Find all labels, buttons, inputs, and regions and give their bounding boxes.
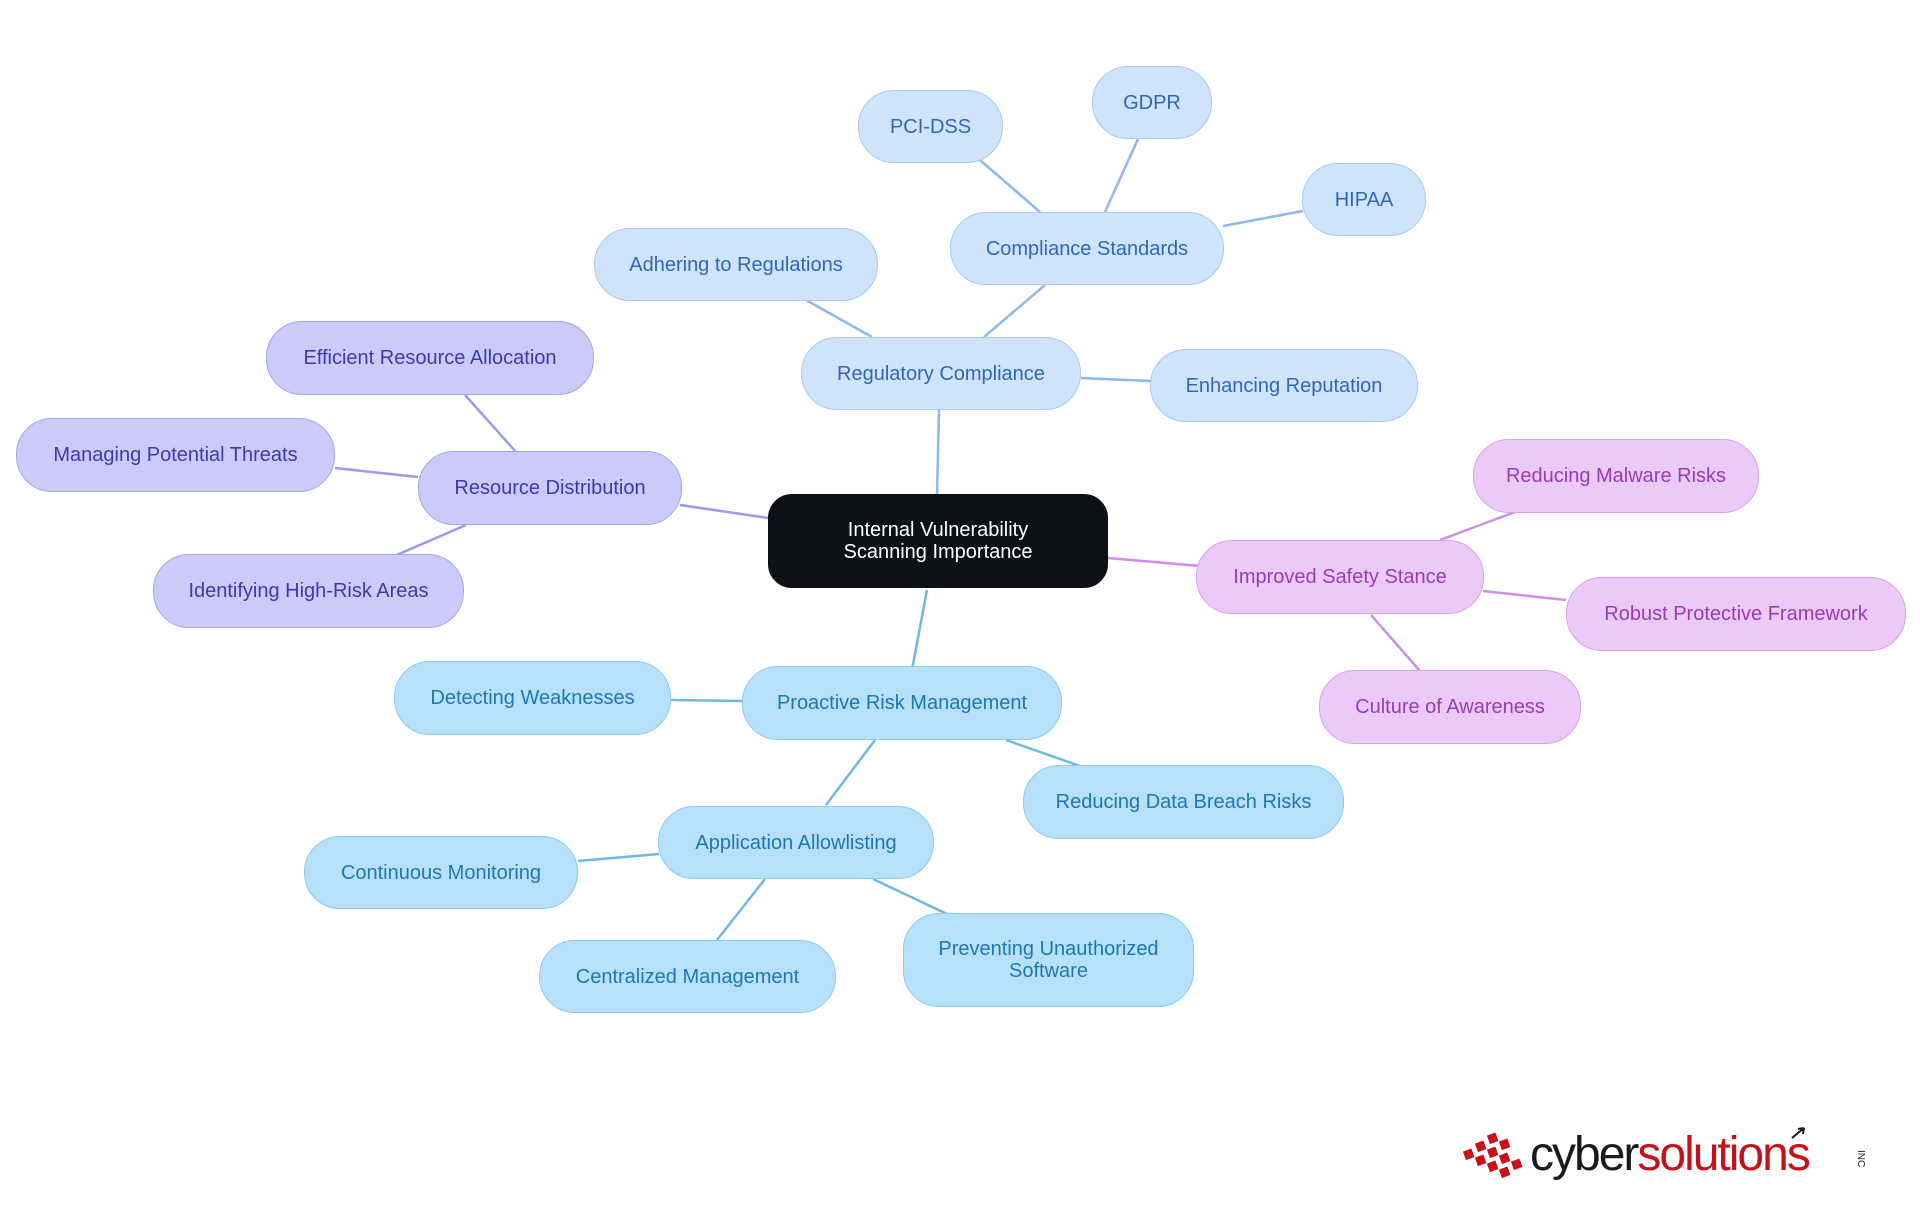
edge-safety-culture [1370,614,1421,672]
cybersolutions-logo: cybersolutions INC [1462,1127,1866,1181]
node-improved-safety-stance[interactable]: Improved Safety Stance [1196,540,1484,614]
node-culture-of-awareness[interactable]: Culture of Awareness [1319,670,1581,744]
edge-resource-efficient [464,394,517,453]
node-resource-distribution[interactable]: Resource Distribution [418,451,682,525]
logo-suffix: INC [1855,1150,1866,1167]
edge-root-regulatory [935,409,941,497]
node-efficient-resource-allocation[interactable]: Efficient Resource Allocation [266,321,594,395]
node-centralized-management[interactable]: Centralized Management [539,940,836,1013]
edge-standards-pci [979,159,1041,213]
edge-resource-threats [334,466,419,479]
edge-regulatory-standards [983,284,1046,338]
edge-safety-malware [1439,510,1516,542]
node-pci-dss[interactable]: PCI-DSS [858,90,1003,163]
edge-proactive-weaknesses [670,698,743,703]
edge-root-resource [679,503,769,520]
logo-arrow-icon [1791,1127,1805,1139]
edge-root-safety [1107,556,1201,568]
edge-root-proactive [910,589,929,671]
root-node[interactable]: Internal Vulnerability Scanning Importan… [768,494,1108,588]
edge-resource-highrisk [391,523,467,559]
edge-proactive-breach [1005,738,1081,768]
node-regulatory-compliance[interactable]: Regulatory Compliance [801,337,1081,410]
node-detecting-weaknesses[interactable]: Detecting Weaknesses [394,661,671,735]
node-preventing-unauthorized-software[interactable]: Preventing Unauthorized Software [903,913,1194,1007]
node-gdpr[interactable]: GDPR [1092,66,1212,139]
edge-standards-hipaa [1222,209,1304,228]
node-reducing-malware-risks[interactable]: Reducing Malware Risks [1473,439,1759,513]
edge-proactive-allowlisting [825,739,876,806]
node-managing-potential-threats[interactable]: Managing Potential Threats [16,418,335,492]
logo-mark-icon [1462,1132,1523,1179]
svg-text:cybersolutions: cybersolutions [1530,1128,1810,1181]
edge-allowlisting-centralized [716,878,766,941]
node-enhancing-reputation[interactable]: Enhancing Reputation [1150,349,1418,422]
node-proactive-risk-management[interactable]: Proactive Risk Management [742,666,1062,740]
node-continuous-monitoring[interactable]: Continuous Monitoring [304,836,578,909]
logo-word-solutions: solutions [1637,1128,1809,1181]
node-application-allowlisting[interactable]: Application Allowlisting [658,806,934,879]
edge-allowlisting-monitoring [577,852,660,863]
edge-allowlisting-unauthorized [872,877,948,916]
node-compliance-standards[interactable]: Compliance Standards [950,212,1224,285]
edge-standards-gdpr [1103,138,1140,213]
edge-regulatory-reputation [1080,376,1152,383]
edge-regulatory-adhering [805,298,873,339]
node-reducing-data-breach-risks[interactable]: Reducing Data Breach Risks [1023,765,1344,839]
node-robust-protective-framework[interactable]: Robust Protective Framework [1566,577,1906,651]
node-hipaa[interactable]: HIPAA [1302,163,1426,236]
logo-word-cyber: cyber [1530,1128,1639,1181]
node-identifying-high-risk-areas[interactable]: Identifying High-Risk Areas [153,554,464,628]
edge-safety-framework [1482,589,1567,602]
node-adhering-to-regulations[interactable]: Adhering to Regulations [594,228,878,301]
